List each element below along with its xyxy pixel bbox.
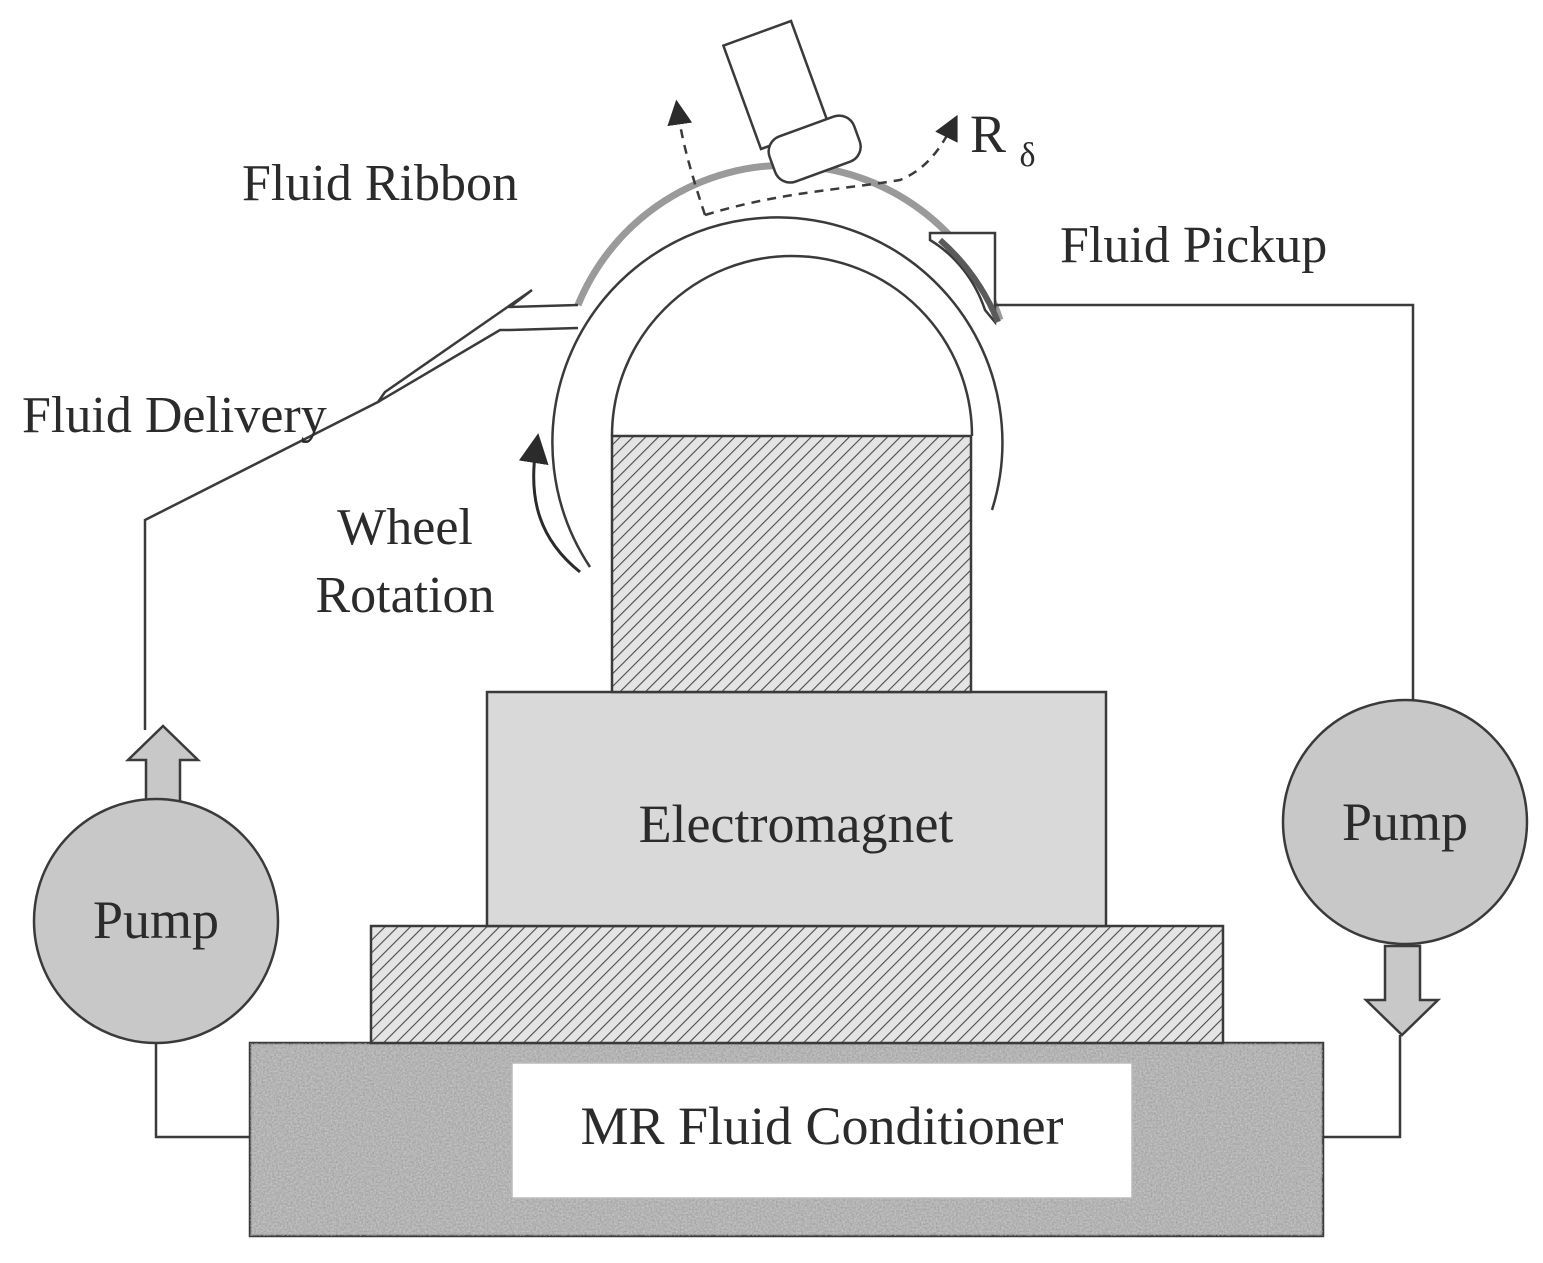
r-delta-main: R xyxy=(970,104,1006,164)
fluid-delivery-label: Fluid Delivery xyxy=(22,387,327,444)
conditioner-base: MR Fluid Conditioner xyxy=(248,1041,1325,1238)
r-delta-sub: δ xyxy=(1020,137,1036,174)
electromagnet-label: Electromagnet xyxy=(639,794,954,854)
left-return-line xyxy=(154,1035,250,1139)
fluid-ribbon-label: Fluid Ribbon xyxy=(242,155,518,212)
fluid-pickup-label: Fluid Pickup xyxy=(1060,217,1327,274)
pump-right: Pump xyxy=(1281,698,1529,1037)
workpiece-holder xyxy=(721,19,862,184)
r-delta-label: R δ xyxy=(970,104,1036,174)
pump-right-label: Pump xyxy=(1342,792,1468,852)
fluid-pickup-scraper xyxy=(928,231,997,326)
pole-piece xyxy=(610,434,973,694)
right-return-line xyxy=(1323,1035,1402,1139)
lower-hatched-plate xyxy=(369,924,1225,1045)
up-flow-arrow xyxy=(124,724,202,810)
wheel-rotation-label-line1: Wheel xyxy=(337,499,473,556)
fluid-delivery-nozzle xyxy=(376,288,579,404)
down-flow-arrow xyxy=(1362,944,1442,1037)
pump-left: Pump xyxy=(32,724,280,1045)
r-delta-motion-arrow xyxy=(667,99,707,216)
wheel-inner xyxy=(610,254,974,437)
wheel-rotation-label-line2: Rotation xyxy=(315,567,494,624)
conditioner-label: MR Fluid Conditioner xyxy=(580,1096,1063,1156)
wheel-rotation-arrow xyxy=(518,433,581,574)
electromagnet: Electromagnet xyxy=(485,690,1108,928)
delivery-line xyxy=(143,400,379,730)
pump-left-label: Pump xyxy=(93,890,219,950)
conditioner-label-box xyxy=(511,1062,1133,1199)
pickup-line xyxy=(995,303,1415,730)
